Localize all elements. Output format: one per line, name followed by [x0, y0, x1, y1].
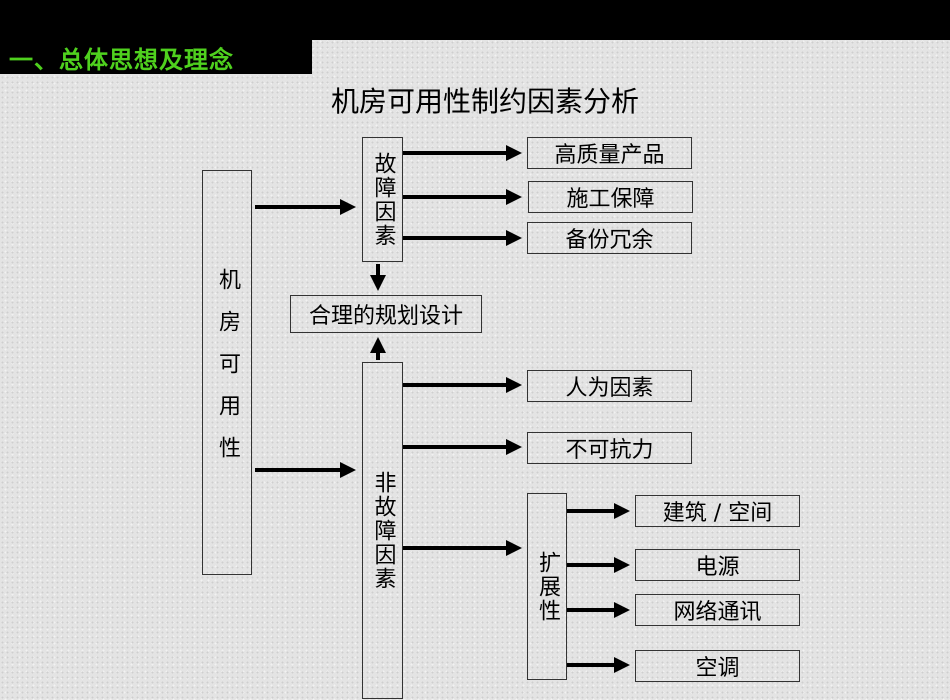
root-box: 机房可用性 — [202, 170, 252, 575]
nonfault-item: 人为因素 — [527, 370, 692, 402]
fault-item: 高质量产品 — [527, 137, 692, 169]
fault-item: 施工保障 — [528, 181, 693, 213]
scalability-item: 空调 — [635, 650, 800, 682]
scalability-item: 电源 — [635, 549, 800, 581]
fault-item: 备份冗余 — [527, 222, 692, 254]
section-title: 一、总体思想及理念 — [9, 46, 234, 74]
nonfault-box: 非故障因素 — [362, 362, 403, 699]
scalability-box: 扩展性 — [527, 493, 567, 680]
planning-box: 合理的规划设计 — [290, 295, 482, 333]
diagram-title: 机房可用性制约因素分析 — [330, 85, 639, 118]
scalability-item: 网络通讯 — [635, 594, 800, 626]
nonfault-item: 不可抗力 — [527, 432, 692, 464]
scalability-item: 建筑 / 空间 — [635, 495, 800, 527]
fault-box: 故障因素 — [362, 137, 403, 262]
section-tab — [0, 0, 312, 74]
